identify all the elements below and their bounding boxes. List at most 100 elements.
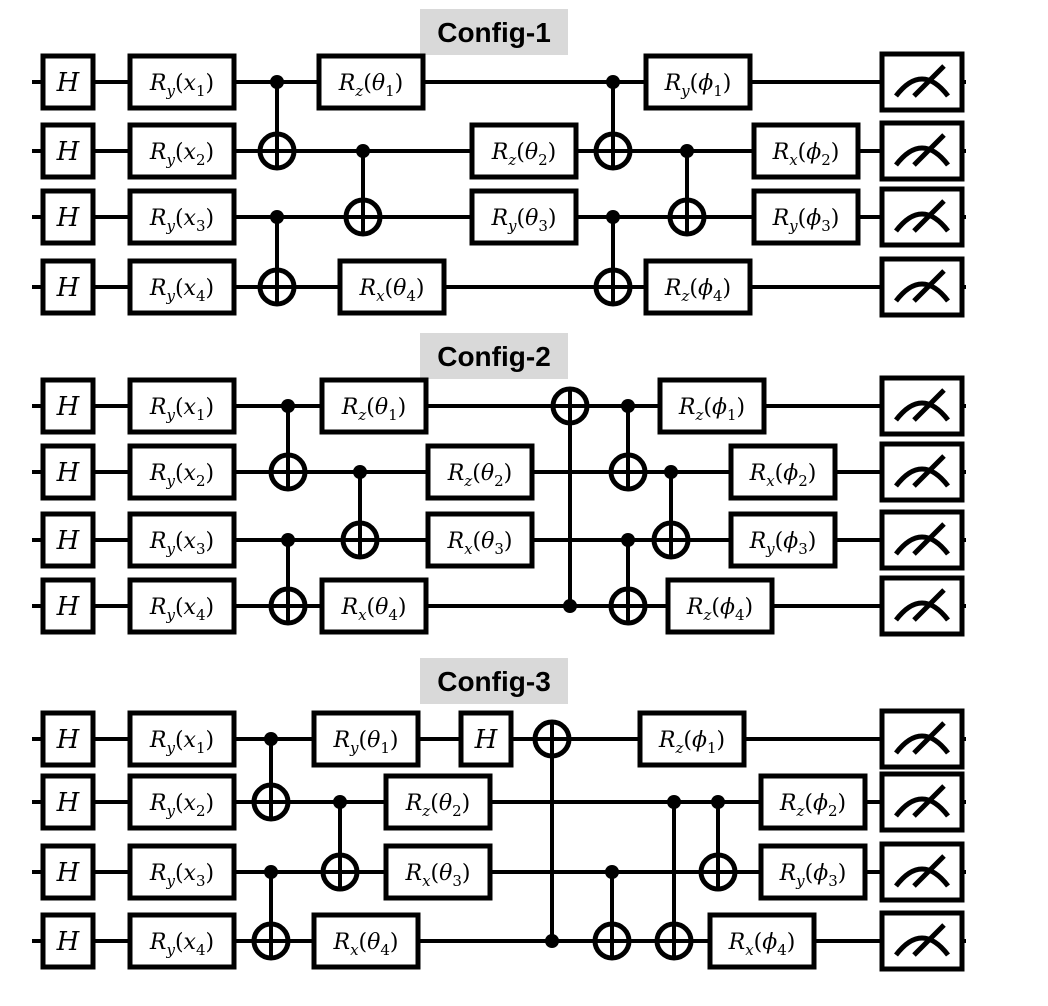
cnot-gate (251, 732, 291, 822)
cnot-gate (251, 865, 291, 961)
meter-arc (894, 935, 950, 957)
cnot-gate (257, 75, 297, 171)
meter-arc (894, 211, 950, 233)
meter-icon (879, 51, 965, 113)
meter-box (879, 120, 965, 182)
gate-label: Rx(θ4) (340, 595, 406, 624)
meter-needle (912, 454, 946, 488)
gate-label: Rx(θ3) (446, 529, 512, 558)
meter-icon (879, 708, 965, 770)
gate-label: Rx(ϕ4) (728, 930, 796, 959)
config-title: Config-3 (420, 658, 568, 704)
rotation-gate (316, 53, 426, 111)
control-dot (606, 75, 620, 89)
encoding-label: Ry(x2) (149, 140, 214, 169)
meter-icon (879, 575, 965, 637)
meter-needle (912, 199, 946, 233)
hadamard-gate (40, 710, 96, 768)
hadamard-label: H (56, 788, 81, 818)
control-dot (333, 795, 347, 809)
cnot-gate (593, 210, 633, 307)
meter-arc (894, 866, 950, 888)
cnot-gate (257, 210, 297, 307)
meter-needle (912, 854, 946, 888)
meter-box (879, 575, 965, 637)
control-dot (711, 795, 725, 809)
meter-box (879, 375, 965, 437)
rotation-gate (728, 443, 838, 501)
rotation-gate (751, 188, 861, 246)
control-dot (621, 533, 635, 547)
meter-icon (879, 509, 965, 571)
gate-label: Rz(θ1) (341, 395, 406, 424)
cnot-gate (608, 399, 648, 492)
meter-icon (879, 375, 965, 437)
cnot-gate (268, 533, 308, 626)
meter-arc (894, 76, 950, 98)
gate-label: Rz(ϕ4) (664, 276, 731, 305)
meter-box (879, 186, 965, 248)
meter-needle (912, 923, 946, 957)
hadamard-label: H (56, 68, 81, 98)
meter-arc (894, 534, 950, 556)
gate-label: Rz(ϕ2) (779, 791, 846, 820)
meter-icon (879, 441, 965, 503)
meter-box (879, 771, 965, 833)
encoding-gate (127, 773, 237, 831)
control-dot (563, 599, 577, 613)
meter-box (879, 708, 965, 770)
encoding-label: Ry(x3) (149, 206, 214, 235)
hadamard-label: H (56, 137, 81, 167)
meter-arc (894, 281, 950, 303)
encoding-label: Ry(x3) (149, 861, 214, 890)
gate-label: Rz(θ2) (491, 140, 556, 169)
cnot-gate (698, 795, 738, 892)
hadamard-label: H (56, 458, 81, 488)
gate-label: Ry(ϕ1) (664, 71, 732, 100)
rotation-gate (425, 511, 535, 569)
hadamard-label: H (56, 592, 81, 622)
cnot-gate (608, 533, 648, 626)
rotation-gate (643, 53, 753, 111)
config-title: Config-1 (420, 9, 568, 55)
meter-needle (912, 133, 946, 167)
gate-label: Rx(θ4) (358, 276, 424, 305)
hadamard-gate (40, 843, 96, 901)
control-dot (353, 465, 367, 479)
hadamard-label: H (56, 392, 81, 422)
cnot-gate (667, 144, 707, 237)
cnot-gate (654, 795, 694, 961)
gate-label: Rz(θ1) (338, 71, 403, 100)
encoding-label: Ry(x4) (149, 595, 214, 624)
control-dot (281, 533, 295, 547)
control-dot (281, 399, 295, 413)
meter-icon (879, 910, 965, 972)
hadamard-label: H (56, 725, 81, 755)
hadamard-label: H (474, 725, 499, 755)
encoding-gate (127, 511, 237, 569)
rotation-gate (383, 773, 493, 831)
cnot-gate (593, 75, 633, 171)
rotation-gate (758, 843, 868, 901)
cnot-gate (340, 465, 380, 560)
encoding-label: Ry(x1) (149, 395, 214, 424)
meter-box (879, 256, 965, 318)
gate-label: Rx(ϕ2) (772, 140, 840, 169)
encoding-gate (127, 377, 237, 435)
control-dot (606, 210, 620, 224)
control-dot (270, 75, 284, 89)
encoding-label: Ry(x4) (149, 276, 214, 305)
encoding-gate (127, 122, 237, 180)
hadamard-gate (40, 577, 96, 635)
rotation-gate (383, 843, 493, 901)
meter-icon (879, 771, 965, 833)
rotation-gate (319, 577, 429, 635)
control-dot (264, 865, 278, 879)
cnot-gate (532, 719, 572, 948)
hadamard-label: H (56, 203, 81, 233)
meter-needle (912, 784, 946, 818)
cnot-gate (592, 865, 632, 961)
